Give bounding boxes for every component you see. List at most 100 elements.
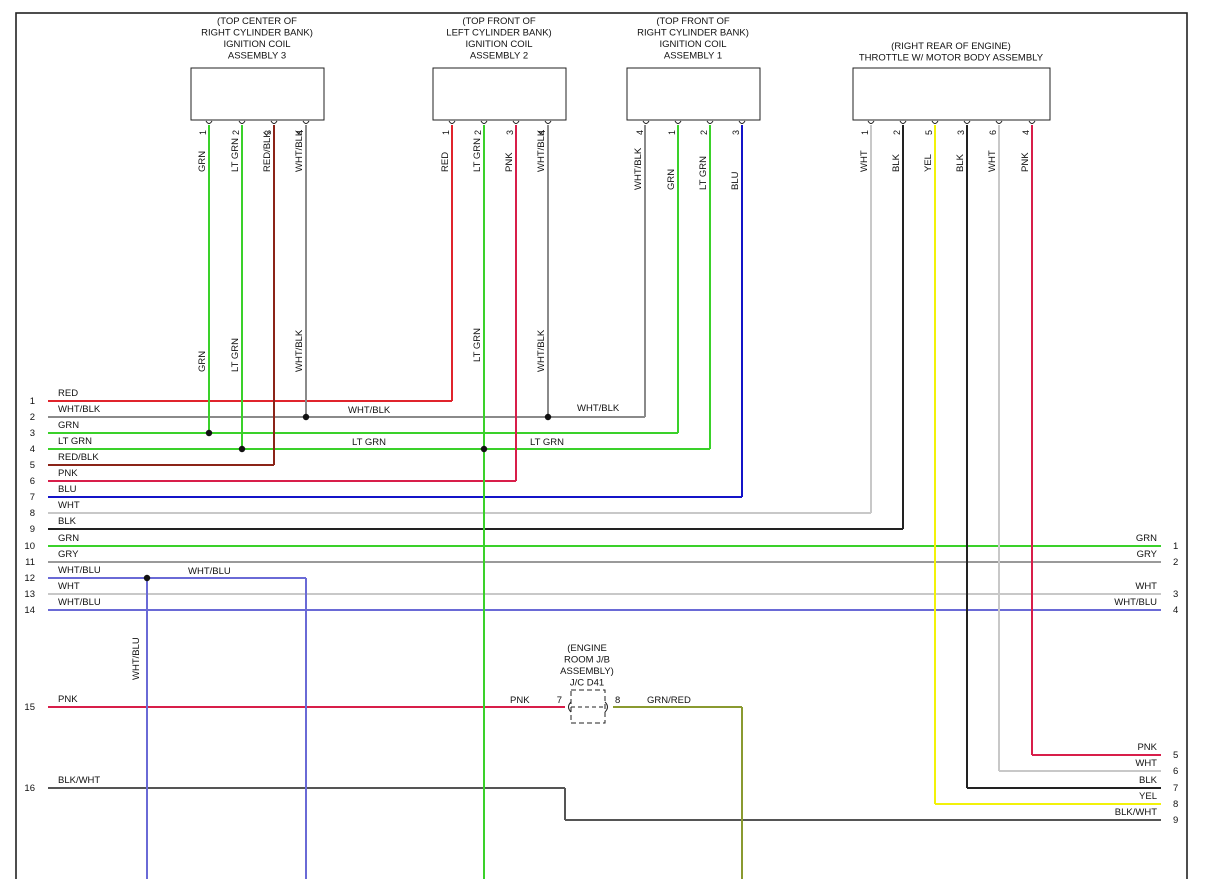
- left-row-number: 4: [30, 444, 35, 455]
- left-row-number: 2: [30, 412, 35, 423]
- diagram-frame: [15, 12, 1188, 879]
- coil1-title-line: RIGHT CYLINDER BANK): [637, 28, 749, 39]
- coil3-pin-terminal: [238, 120, 246, 124]
- left-row-label: BLK/WHT: [58, 775, 100, 786]
- coil2-pin-terminal: [448, 120, 456, 124]
- right-row-label: GRY: [1137, 549, 1158, 560]
- coil3-title-line: RIGHT CYLINDER BANK): [201, 28, 313, 39]
- coil2-wire-label: WHT/BLK: [536, 129, 547, 172]
- throttle-pin-number: 6: [988, 130, 998, 135]
- throttle-wire-label: YEL: [923, 154, 934, 172]
- left-row-label: GRN: [58, 420, 79, 431]
- left-row-number: 9: [30, 524, 35, 535]
- coil1-pin-terminal: [674, 120, 682, 124]
- right-row-label: WHT: [1135, 758, 1157, 769]
- coil3-title-line: IGNITION COIL: [223, 39, 290, 50]
- throttle-pin-number: 2: [892, 130, 902, 135]
- throttle-pin-terminal: [995, 120, 1003, 124]
- left-row-number: 14: [24, 605, 35, 616]
- left-row-label: PNK: [58, 468, 78, 479]
- wires: [48, 125, 1161, 879]
- coil3-mid-label: WHT/BLK: [294, 329, 305, 372]
- left-row-label: GRY: [58, 549, 79, 560]
- right-row-label: PNK: [1137, 742, 1157, 753]
- coil2-title-line: (TOP FRONT OF: [462, 16, 536, 27]
- right-row-number: 1: [1173, 541, 1178, 552]
- coil2-pin-number: 3: [505, 130, 515, 135]
- throttle-pin-number: 5: [924, 130, 934, 135]
- coil3-pin-terminal: [270, 120, 278, 124]
- ignition-coil-3-box: [190, 67, 325, 121]
- coil2-title-line: LEFT CYLINDER BANK): [446, 28, 551, 39]
- coil3-wire-label: WHT/BLK: [294, 129, 305, 172]
- mid-label-whtblu: WHT/BLU: [188, 566, 231, 577]
- coil2-pin-terminal: [512, 120, 520, 124]
- left-row-number: 16: [24, 783, 35, 794]
- throttle-title-line: (RIGHT REAR OF ENGINE): [891, 41, 1011, 52]
- coil2-pin-number: 2: [473, 130, 483, 135]
- splice-dot: [238, 445, 246, 453]
- coil3-pin-number: 4: [295, 130, 305, 135]
- coil2-wire-label: PNK: [504, 152, 515, 172]
- throttle-pin-number: 4: [1021, 130, 1031, 135]
- right-row-label: GRN: [1136, 533, 1157, 544]
- right-row-number: 7: [1173, 783, 1178, 794]
- junction-terminal-left: [568, 701, 572, 713]
- throttle-pin-terminal: [1028, 120, 1036, 124]
- left-row-label: RED/BLK: [58, 452, 99, 463]
- coil1-pin-terminal: [738, 120, 746, 124]
- throttle-pin-terminal: [931, 120, 939, 124]
- junction-title-line: J/C D41: [570, 678, 604, 689]
- junction-title-line: (ENGINE: [567, 643, 607, 654]
- coil2-title-line: IGNITION COIL: [465, 39, 532, 50]
- left-row-label: RED: [58, 388, 78, 399]
- coil1-pin-number: 2: [699, 130, 709, 135]
- left-row-label: PNK: [58, 694, 78, 705]
- right-row-number: 9: [1173, 815, 1178, 826]
- right-row-label: WHT: [1135, 581, 1157, 592]
- coil3-mid-label: GRN: [197, 351, 208, 372]
- throttle-pin-number: 1: [860, 130, 870, 135]
- coil2-pin-terminal: [480, 120, 488, 124]
- right-row-label: BLK: [1139, 775, 1158, 786]
- coil2-pin-terminal: [544, 120, 552, 124]
- left-row-number: 10: [24, 541, 35, 552]
- coil1-wire-label: GRN: [666, 169, 677, 190]
- splice-dot: [480, 445, 488, 453]
- mid-label-whtblk: WHT/BLK: [577, 403, 620, 414]
- throttle-wire-label: BLK: [955, 153, 966, 172]
- left-row-label: WHT/BLU: [58, 597, 101, 608]
- junction-pin-left: 7: [557, 695, 562, 706]
- left-row-number: 15: [24, 702, 35, 713]
- right-row-label: WHT/BLU: [1114, 597, 1157, 608]
- coil2-mid-label: LT GRN: [472, 328, 483, 362]
- left-row-number: 11: [25, 557, 35, 568]
- coil3-pin-number: 3: [263, 130, 273, 135]
- mid-label-pnk: PNK: [510, 695, 530, 706]
- throttle-wire-label: WHT: [987, 150, 998, 172]
- right-row-number: 5: [1173, 750, 1178, 761]
- throttle-pin-terminal: [899, 120, 907, 124]
- splice-dot: [143, 574, 151, 582]
- ignition-coil-2-box: [432, 67, 567, 121]
- left-row-label: WHT/BLU: [58, 565, 101, 576]
- splice-points: [143, 413, 552, 582]
- left-row-number: 7: [30, 492, 35, 503]
- coil1-title-line: (TOP FRONT OF: [656, 16, 730, 27]
- junction-title-line: ROOM J/B: [564, 655, 610, 666]
- junction-pin-right: 8: [615, 695, 620, 706]
- left-row-label: WHT/BLK: [58, 404, 101, 415]
- coil2-wire-label: RED: [440, 152, 451, 172]
- coil2-pin-number: 4: [537, 130, 547, 135]
- throttle-wire-label: WHT: [859, 150, 870, 172]
- junction-title-line: ASSEMBLY): [560, 666, 614, 677]
- throttle-pin-number: 3: [956, 130, 966, 135]
- left-row-number: 6: [30, 476, 35, 487]
- throttle-wire-label: BLK: [891, 153, 902, 172]
- left-row-label: WHT: [58, 581, 80, 592]
- right-row-label: YEL: [1139, 791, 1157, 802]
- left-row-number: 5: [30, 460, 35, 471]
- left-row-label: BLK: [58, 516, 77, 527]
- coil3-mid-label: LT GRN: [230, 338, 241, 372]
